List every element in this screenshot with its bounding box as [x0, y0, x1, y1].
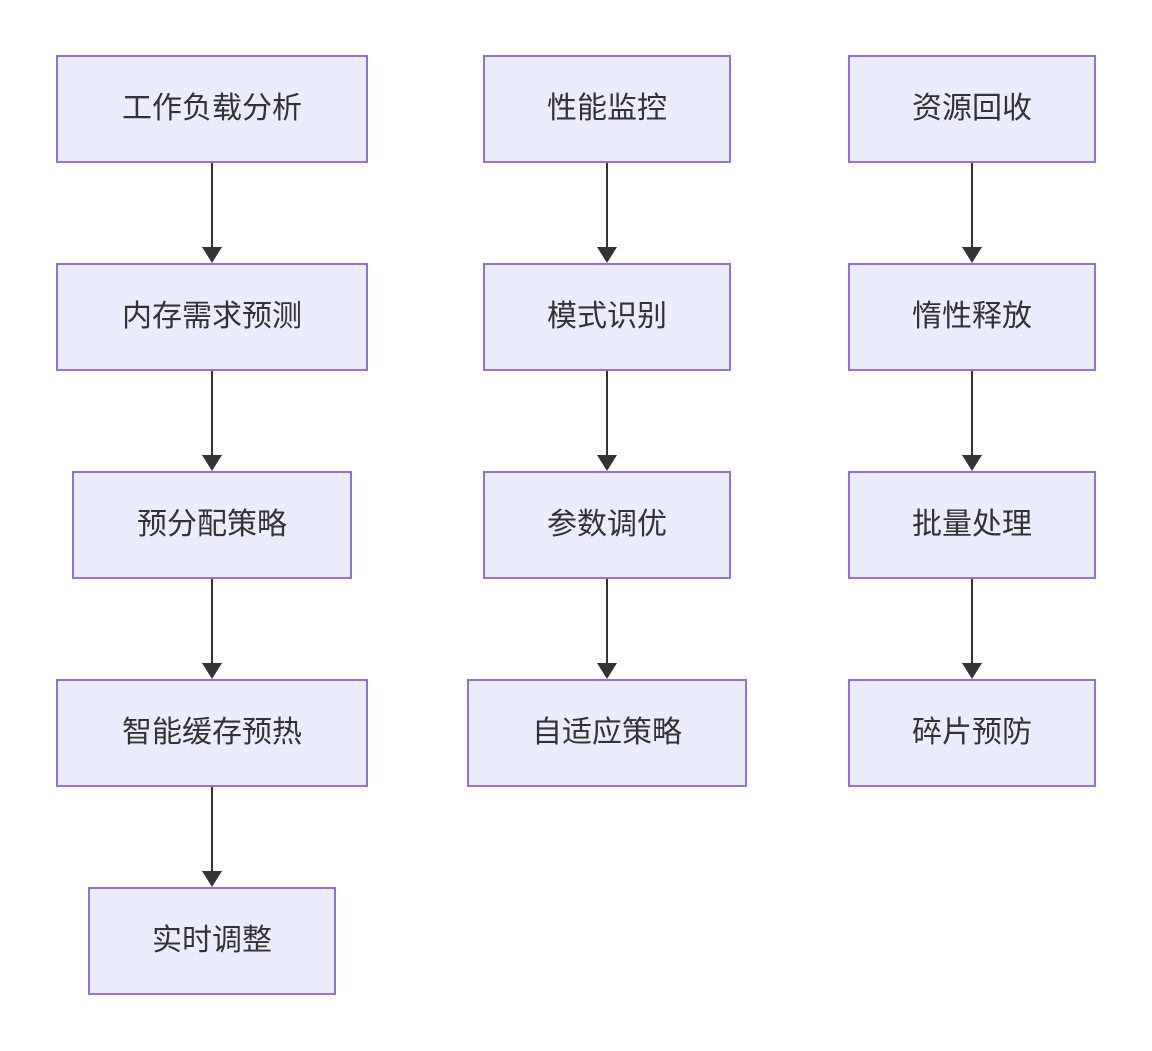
node-resource-reclamation: 资源回收: [848, 55, 1096, 163]
arrow-down-icon: [962, 663, 982, 679]
arrow-lazy-to-batch: [961, 371, 983, 471]
arrow-line: [971, 579, 973, 663]
node-parameter-tuning: 参数调优: [483, 471, 731, 579]
arrow-line: [606, 371, 608, 455]
arrow-pattern-to-tuning: [596, 371, 618, 471]
arrow-tuning-to-adaptive: [596, 579, 618, 679]
arrow-line: [211, 787, 213, 871]
arrow-line: [971, 371, 973, 455]
arrow-batch-to-fragmentation: [961, 579, 983, 679]
node-batch-processing: 批量处理: [848, 471, 1096, 579]
node-smart-cache-prewarm: 智能缓存预热: [56, 679, 368, 787]
arrow-line: [211, 371, 213, 455]
arrow-line: [606, 579, 608, 663]
node-memory-demand-forecast: 内存需求预测: [56, 263, 368, 371]
arrow-line: [211, 163, 213, 247]
arrow-prewarm-to-realtime: [201, 787, 223, 887]
node-realtime-adjustment: 实时调整: [88, 887, 336, 995]
node-adaptive-strategy: 自适应策略: [467, 679, 747, 787]
arrow-down-icon: [202, 455, 222, 471]
arrow-down-icon: [202, 663, 222, 679]
arrow-line: [971, 163, 973, 247]
arrow-monitoring-to-pattern: [596, 163, 618, 263]
arrow-down-icon: [962, 247, 982, 263]
node-lazy-release: 惰性释放: [848, 263, 1096, 371]
arrow-line: [606, 163, 608, 247]
node-workload-analysis: 工作负载分析: [56, 55, 368, 163]
arrow-down-icon: [597, 455, 617, 471]
node-preallocation-strategy: 预分配策略: [72, 471, 352, 579]
node-fragmentation-prevention: 碎片预防: [848, 679, 1096, 787]
arrow-workload-to-forecast: [201, 163, 223, 263]
arrow-preallocation-to-prewarm: [201, 579, 223, 679]
arrow-down-icon: [597, 247, 617, 263]
arrow-down-icon: [202, 871, 222, 887]
arrow-down-icon: [597, 663, 617, 679]
node-performance-monitoring: 性能监控: [483, 55, 731, 163]
node-pattern-recognition: 模式识别: [483, 263, 731, 371]
arrow-reclaim-to-lazy: [961, 163, 983, 263]
arrow-line: [211, 579, 213, 663]
arrow-down-icon: [202, 247, 222, 263]
arrow-forecast-to-preallocation: [201, 371, 223, 471]
arrow-down-icon: [962, 455, 982, 471]
